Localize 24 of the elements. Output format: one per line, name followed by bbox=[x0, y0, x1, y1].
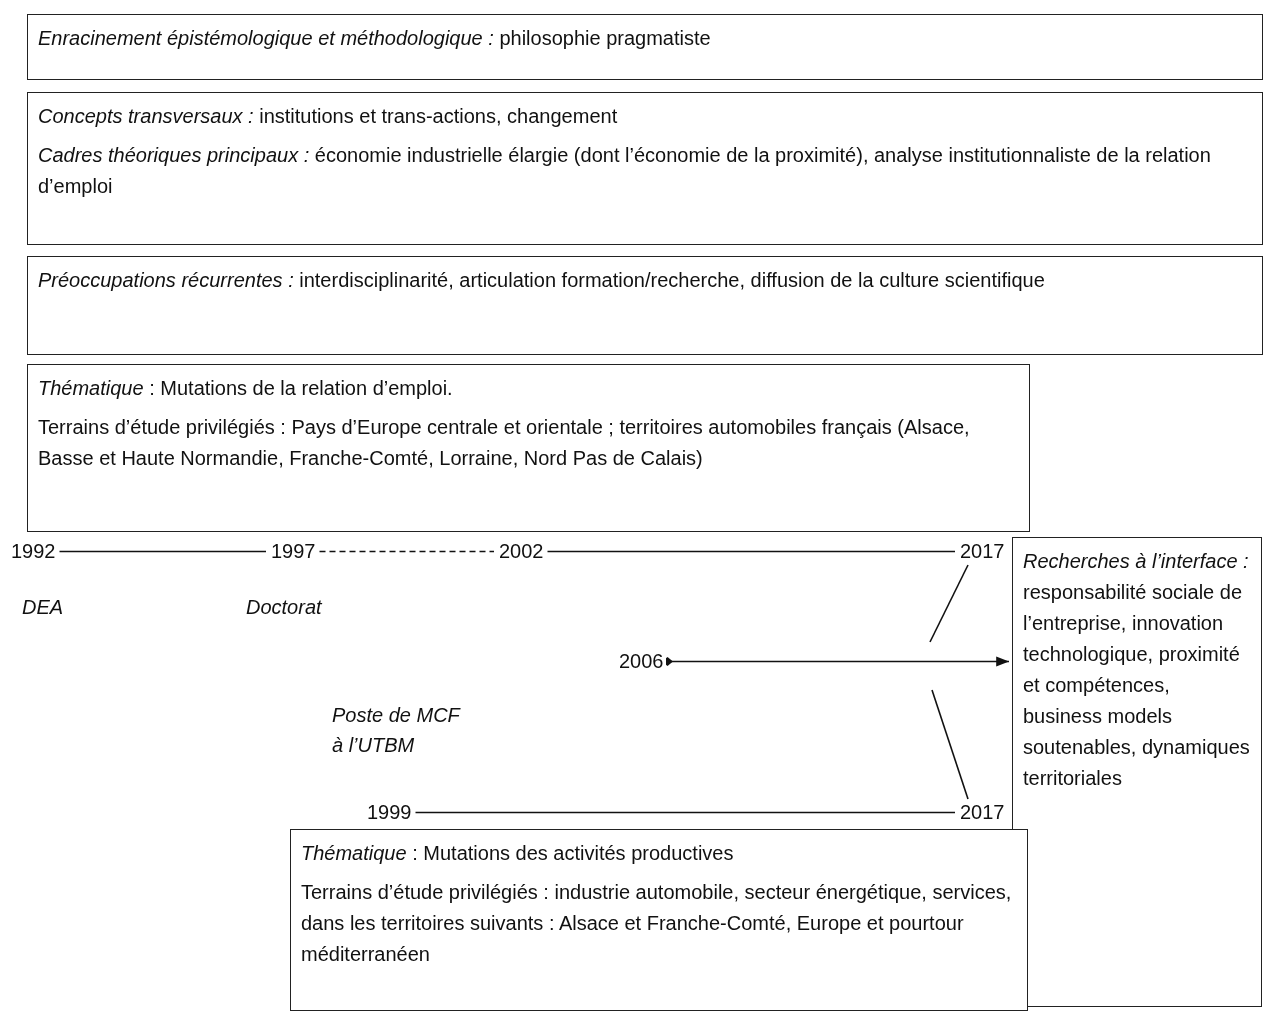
text-box bbox=[1012, 537, 1262, 1007]
paragraph: Thématique : Mutations des activités productives bbox=[301, 841, 735, 866]
paragraph: Thématique : Mutations de la relation d’emploi. bbox=[38, 376, 454, 401]
timeline-line bbox=[546, 550, 956, 553]
paragraph: Terrains d’étude privilégiés : Pays d’Europe centrale et orientale ; territoires automobiles français (Alsace, Basse et Haute Normandie, Franche-Comté, Lorraine, Nord Pas de Calais) bbox=[38, 415, 971, 471]
timeline-line bbox=[318, 550, 495, 553]
text-box bbox=[27, 92, 1263, 245]
text-box bbox=[27, 14, 1263, 80]
paragraph: Recherches à l’interface : responsabilité sociale de l’entreprise, innovation technologique, proximité et compétences, business models soutenables, dynamiques territoriales bbox=[1023, 549, 1251, 791]
timeline-line bbox=[58, 550, 267, 553]
text-box bbox=[27, 256, 1263, 355]
paragraph: Cadres théoriques principaux : économie industrielle élargie (dont l’économie de la proximité), analyse institutionnaliste de la relation d’emploi bbox=[38, 143, 1212, 199]
paragraph: Concepts transversaux : institutions et trans-actions, changement bbox=[38, 104, 619, 129]
timeline-line bbox=[931, 689, 969, 800]
text-box bbox=[27, 364, 1030, 532]
paragraph: Préoccupations récurrentes : interdisciplinarité, articulation formation/recherche, diffusion de la culture scientifique bbox=[38, 268, 1046, 293]
timeline-line bbox=[414, 811, 956, 814]
paragraph: Enracinement épistémologique et méthodologique : philosophie pragmatiste bbox=[38, 26, 712, 51]
caption-text: Poste de MCF à l’UTBM bbox=[332, 703, 462, 758]
caption-text: Doctorat bbox=[246, 595, 322, 620]
timeline-line bbox=[929, 564, 969, 643]
paragraph: Terrains d’étude privilégiés : industrie automobile, secteur énergétique, services, dans les territoires suivants : Alsace et Franche-Comté, Europe et pourtour méditerranéen bbox=[301, 880, 1013, 967]
caption-text: DEA bbox=[22, 595, 64, 620]
text-box bbox=[290, 829, 1028, 1011]
